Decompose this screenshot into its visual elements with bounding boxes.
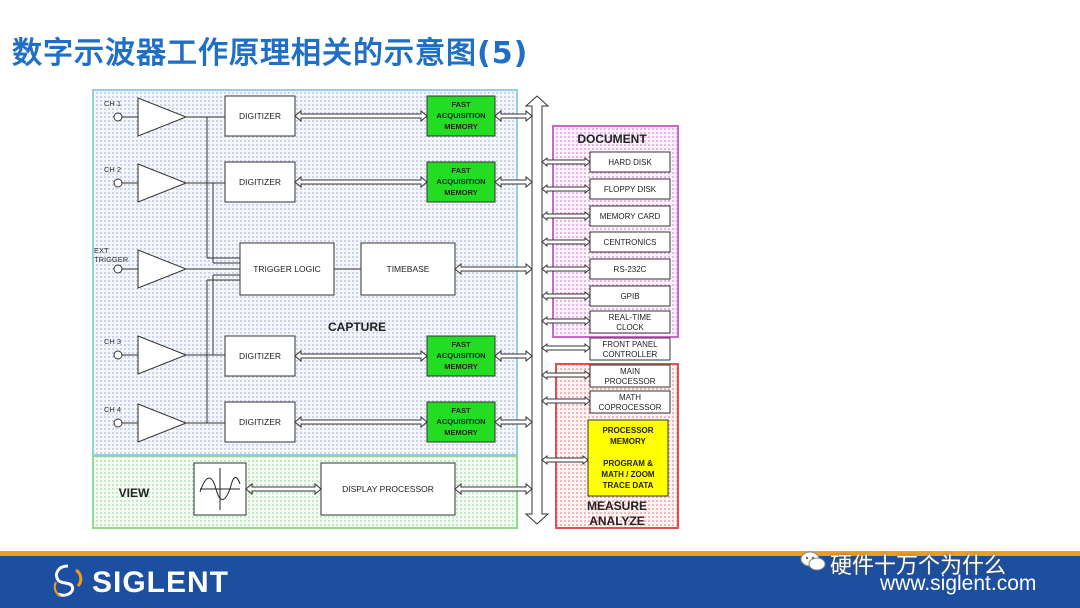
siglent-logo-icon [53, 564, 83, 597]
processor-memory-line2: MEMORY [610, 437, 646, 446]
timebase-box [360, 242, 456, 296]
fast-memory-1-line2: ACQUISITION [436, 111, 485, 120]
ch3-label: CH 3 [104, 337, 121, 346]
capture-label: CAPTURE [328, 320, 386, 334]
centronics-box [589, 231, 671, 253]
rs232c-label: RS-232C [614, 265, 647, 274]
data-paths [245, 109, 533, 496]
trigger-logic-label: TRIGGER LOGIC [253, 264, 321, 274]
memory-card-label: MEMORY CARD [600, 212, 661, 221]
processor-memory-line5: TRACE DATA [603, 481, 654, 490]
processor-memory-line1: PROCESSOR [602, 426, 653, 435]
block-diagram: CH 1 CH 2 EXT TRIGGER CH 3 CH 4 DIGITIZE… [92, 89, 679, 529]
fast-memory-3-line2: ACQUISITION [436, 351, 485, 360]
trigger-routing [206, 117, 361, 423]
digitizer-3-label: DIGITIZER [239, 351, 281, 361]
ext-trigger-amplifier [137, 249, 188, 289]
fpc-label-line2: CONTROLLER [603, 350, 658, 359]
hard-disk-box [589, 151, 671, 173]
floppy-disk-box [589, 178, 671, 200]
digitizer-1-label: DIGITIZER [239, 111, 281, 121]
main-processor-line1: MAIN [620, 367, 640, 376]
real-time-clock-box [589, 310, 671, 334]
rs232c-box [589, 258, 671, 280]
fast-memory-4 [426, 401, 496, 443]
ch1-amplifier [137, 97, 188, 137]
front-panel-controller-box [589, 337, 671, 361]
fast-memory-4-line2: ACQUISITION [436, 417, 485, 426]
digitizer-1 [224, 95, 296, 137]
watermark-text: 硬件十万个为什么 [830, 554, 1007, 579]
siglent-logo-text: SIGLENT [92, 566, 230, 599]
hard-disk-label: HARD DISK [608, 158, 652, 167]
digitizer-4-label: DIGITIZER [239, 417, 281, 427]
footer-bar [0, 556, 1080, 608]
trigger-logic-box [239, 242, 335, 296]
fast-memory-2-line1: FAST [451, 166, 471, 175]
ch2-label: CH 2 [104, 165, 121, 174]
digitizer-2-label: DIGITIZER [239, 177, 281, 187]
view-label: VIEW [119, 486, 150, 500]
website-url: www.siglent.com [880, 572, 1037, 595]
processor-memory-line4: MATH / ZOOM [601, 470, 655, 479]
fast-memory-4-line3: MEMORY [444, 428, 477, 437]
fast-memory-3 [426, 335, 496, 377]
wechat-icon [800, 551, 826, 571]
measure-label: MEASURE [587, 499, 647, 513]
fast-memory-2-line3: MEMORY [444, 188, 477, 197]
fast-memory-4-line1: FAST [451, 406, 471, 415]
gpib-box [589, 285, 671, 307]
ch1-label: CH 1 [104, 99, 121, 108]
trigger-input-label: TRIGGER [94, 255, 129, 264]
digitizer-3 [224, 335, 296, 377]
main-processor-line2: PROCESSOR [604, 377, 655, 386]
ch4-amplifier [137, 403, 188, 443]
analyze-label: ANALYZE [589, 514, 645, 528]
fast-memory-3-line1: FAST [451, 340, 471, 349]
processor-memory-line3: PROGRAM & [603, 459, 653, 468]
ch4-label: CH 4 [104, 405, 121, 414]
math-coprocessor-line2: COPROCESSOR [598, 403, 661, 412]
fast-memory-1-line1: FAST [451, 100, 471, 109]
ch2-amplifier [137, 163, 188, 203]
display-processor-box [320, 462, 456, 516]
ch3-amplifier [137, 335, 188, 375]
fast-memory-1-line3: MEMORY [444, 122, 477, 131]
rtc-label-line2: CLOCK [616, 323, 644, 332]
fast-memory-3-line3: MEMORY [444, 362, 477, 371]
centronics-label: CENTRONICS [604, 238, 657, 247]
fpc-label-line1: FRONT PANEL [602, 340, 658, 349]
ext-label: EXT [94, 246, 109, 255]
memory-card-box [589, 205, 671, 227]
page-title: 数字示波器工作原理相关的示意图(5) [12, 36, 529, 71]
digitizer-4 [224, 401, 296, 443]
document-label: DOCUMENT [577, 132, 647, 146]
floppy-disk-label: FLOPPY DISK [604, 185, 657, 194]
system-bus [524, 95, 550, 525]
rtc-label-line1: REAL-TIME [609, 313, 652, 322]
digitizer-2 [224, 161, 296, 203]
display-processor-label: DISPLAY PROCESSOR [342, 484, 434, 494]
math-coprocessor-line1: MATH [619, 393, 641, 402]
fast-memory-2 [426, 161, 496, 203]
timebase-label: TIMEBASE [387, 264, 430, 274]
processor-memory-box [587, 419, 669, 497]
fast-memory-2-line2: ACQUISITION [436, 177, 485, 186]
footer-accent-line [0, 551, 1080, 556]
math-coprocessor-box [589, 390, 671, 414]
waveform-icon [199, 468, 241, 510]
gpib-label: GPIB [620, 292, 639, 301]
main-processor-box [589, 364, 671, 388]
